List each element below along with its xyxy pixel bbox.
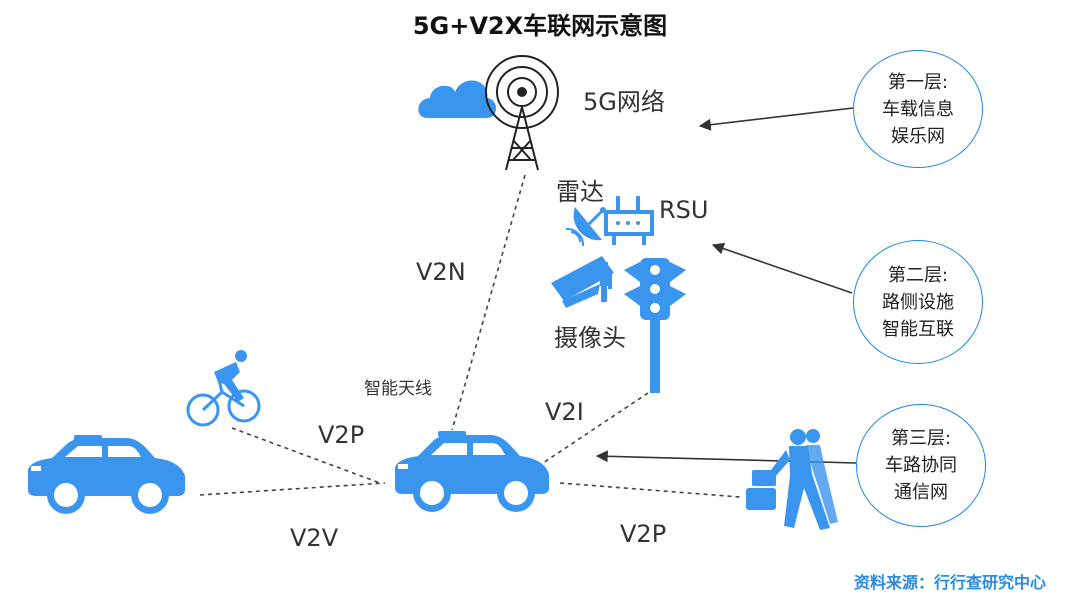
layer1-line3: 娱乐网 bbox=[891, 125, 945, 147]
smart-antenna-label: 智能天线 bbox=[364, 379, 432, 399]
cloud-icon bbox=[418, 80, 496, 118]
v2v-link bbox=[199, 482, 386, 496]
layer1-line1: 第一层: bbox=[887, 71, 949, 93]
5g-network-label: 5G网络 bbox=[583, 88, 665, 116]
layer2-bubble: 第二层: 路侧设施 智能互联 bbox=[853, 240, 983, 364]
rsu-label: RSU bbox=[659, 196, 709, 224]
car-left-icon bbox=[28, 435, 185, 514]
v2p-bike-link bbox=[231, 427, 381, 484]
tower-icon bbox=[485, 55, 559, 171]
layer1-arrow bbox=[698, 107, 854, 131]
car-center-icon bbox=[395, 431, 549, 512]
v2n-label: V2N bbox=[416, 258, 466, 286]
layer3-line2: 车路协同 bbox=[885, 455, 957, 476]
layer3-line1: 第三层: bbox=[890, 428, 952, 449]
v2i-link bbox=[539, 392, 649, 466]
camera-icon bbox=[551, 256, 614, 308]
v2n-link bbox=[451, 174, 526, 431]
link-lines bbox=[199, 174, 741, 498]
v2p-pedestrian-link bbox=[559, 482, 741, 498]
layer1-bubble: 第一层: 车载信息 娱乐网 bbox=[853, 50, 983, 168]
v2p-bike-label: V2P bbox=[318, 421, 365, 449]
layer2-line2: 路侧设施 bbox=[882, 291, 954, 313]
layer2-arrow bbox=[711, 242, 853, 294]
radar-label: 雷达 bbox=[556, 178, 604, 206]
v2i-label: V2I bbox=[545, 398, 584, 426]
layer-arrows bbox=[595, 107, 857, 464]
diagram-title: 5G+V2X车联网示意图 bbox=[412, 12, 668, 40]
rsu-icon bbox=[604, 196, 654, 245]
layer1-line2: 车载信息 bbox=[882, 98, 954, 120]
cyclist-icon bbox=[186, 350, 261, 427]
source-credit: 资料来源：行行查研究中心 bbox=[853, 573, 1046, 592]
layer3-line3: 通信网 bbox=[894, 482, 948, 503]
camera-label: 摄像头 bbox=[554, 324, 626, 352]
layer2-line1: 第二层: bbox=[887, 264, 949, 286]
layer3-bubble: 第三层: 车路协同 通信网 bbox=[856, 404, 986, 527]
layer2-line3: 智能互联 bbox=[882, 318, 954, 340]
v2v-label: V2V bbox=[290, 524, 339, 552]
v2p-pedestrian-label: V2P bbox=[620, 520, 667, 548]
pedestrians-icon bbox=[746, 429, 838, 530]
traffic-light-icon bbox=[624, 258, 686, 393]
radar-icon bbox=[565, 207, 606, 247]
